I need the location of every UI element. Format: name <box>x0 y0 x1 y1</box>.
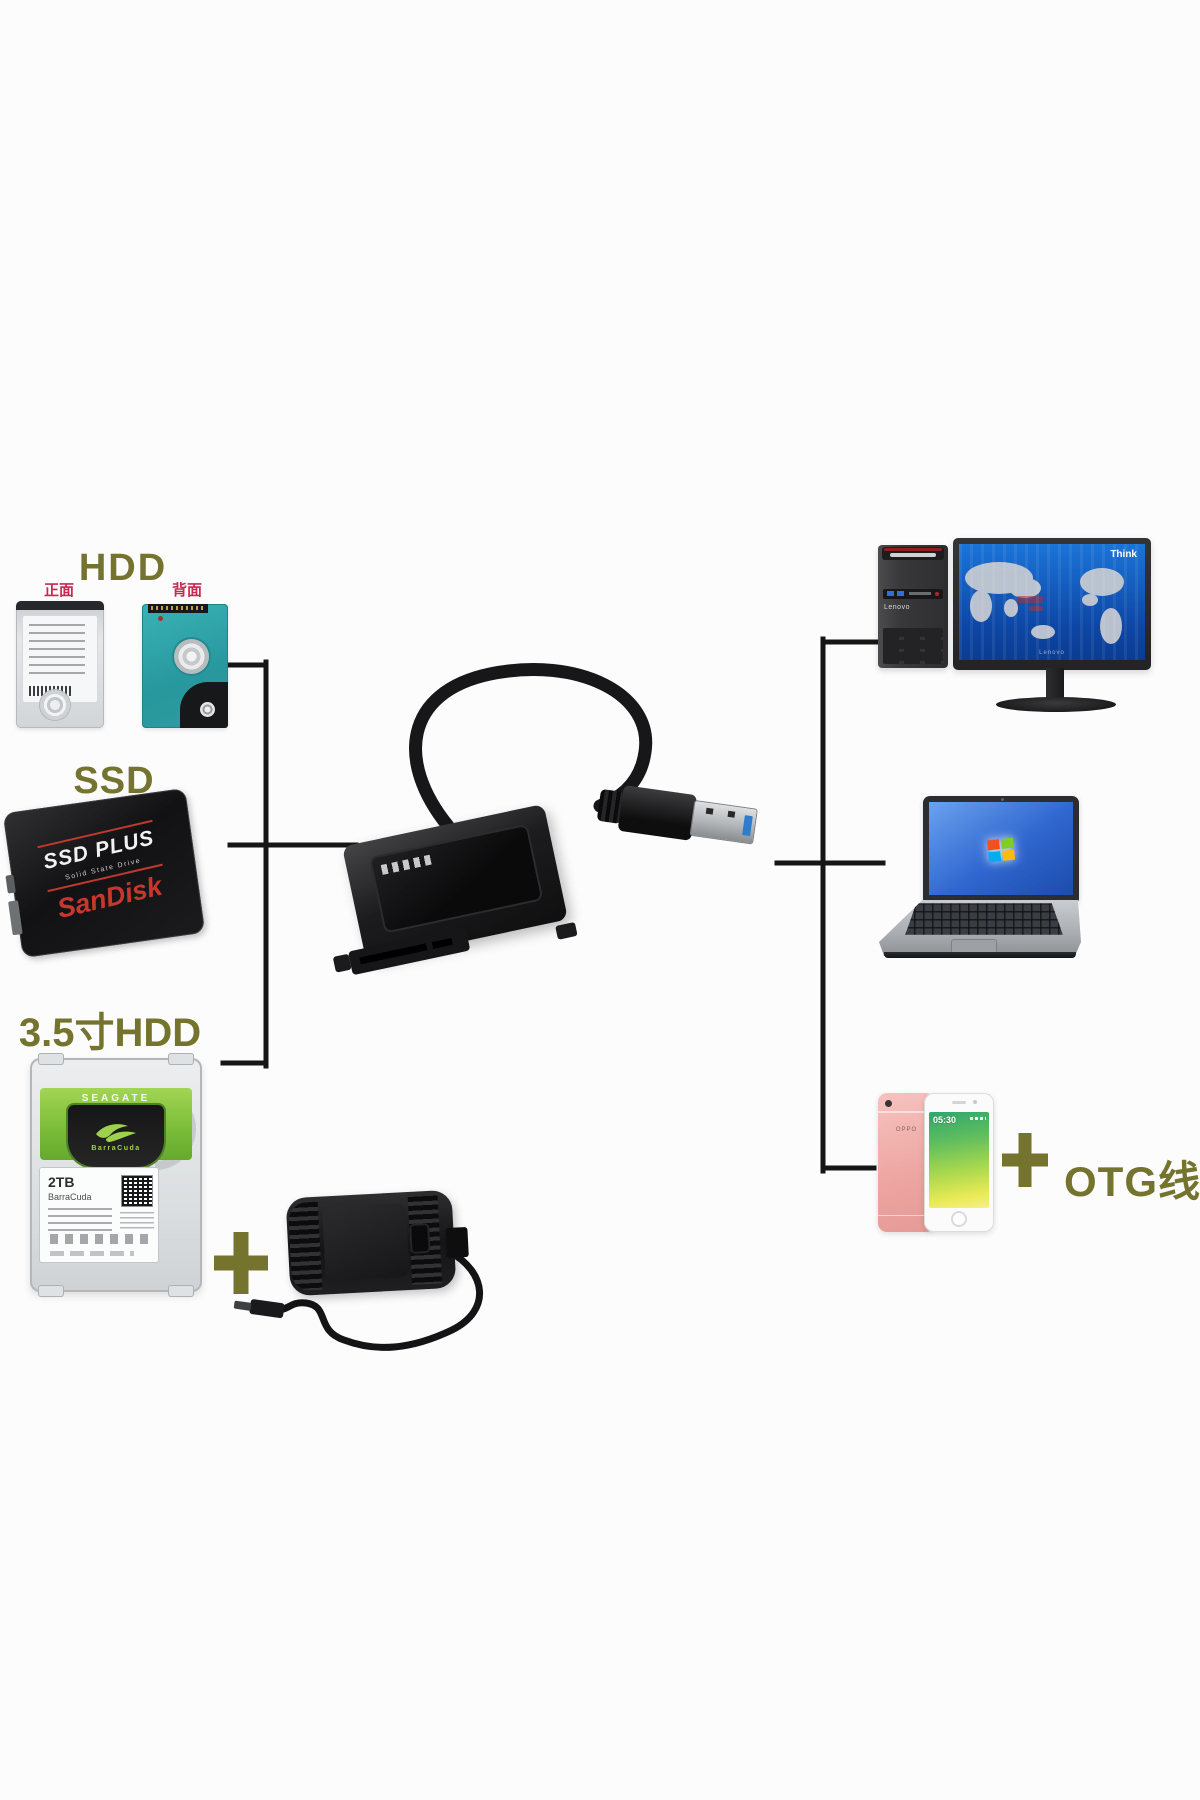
mount-tab <box>38 1285 64 1297</box>
windows-flag-yellow <box>1002 849 1016 862</box>
lockscreen-time: 05:30 <box>933 1115 957 1125</box>
power-adapter-photo <box>285 1189 469 1297</box>
hdd-front-tag: 正面 <box>43 582 74 599</box>
tower-brand-text: Lenovo <box>884 604 910 611</box>
tower-handle <box>882 547 944 560</box>
seagate-hdd-photo: SEAGATE BarraCuda 2TB BarraCuda <box>30 1053 202 1297</box>
usb-shell-hole <box>727 810 736 818</box>
power-cable <box>274 1248 483 1351</box>
windows-flag-red <box>986 839 1000 851</box>
card-reader-slot <box>909 592 931 595</box>
pcb-corner-plate <box>180 682 228 728</box>
front-camera-icon <box>973 1100 977 1104</box>
phone-camera-icon <box>885 1100 892 1107</box>
red-accent <box>884 548 942 551</box>
qr-code-icon <box>122 1176 152 1206</box>
dc-plug-tip <box>233 1300 252 1311</box>
label-small-text <box>120 1212 154 1230</box>
desktop-tower-photo: Lenovo <box>878 545 948 668</box>
plus-vertical-bar <box>1018 1133 1032 1187</box>
adapter-label-slot <box>411 1225 429 1252</box>
earpiece-icon <box>952 1101 966 1104</box>
usb-plug-body <box>617 785 698 841</box>
monitor-screen: Think Lenovo <box>959 544 1145 660</box>
seagate-white-label: 2TB BarraCuda <box>40 1168 158 1262</box>
phone-front-photo: 05:30 <box>924 1093 994 1232</box>
sandisk-ssd-photo: SSD PLUS Solid State Drive SanDisk <box>2 787 206 959</box>
seagate-bird-icon <box>96 1123 136 1142</box>
mount-ear <box>332 953 352 973</box>
mount-tab <box>168 1285 194 1297</box>
laptop-screen-photo <box>923 796 1079 902</box>
hdd-title: HDD <box>78 547 168 589</box>
monitor-stand-neck <box>1046 668 1064 700</box>
barracuda-logo-text: BarraCuda <box>91 1144 141 1152</box>
usb-metal-shell <box>690 801 757 844</box>
label-bottom-text <box>50 1251 134 1256</box>
monitor-photo: Think Lenovo <box>953 538 1151 670</box>
sata-pins-icon <box>148 604 208 613</box>
adapter-ridges <box>287 1201 323 1292</box>
phone-brand-text: OPPO <box>895 1127 918 1133</box>
laptop-front-edge <box>884 952 1076 958</box>
think-logo-text: Think <box>1110 549 1137 560</box>
capacity-text: 2TB <box>48 1174 75 1190</box>
gold-pins <box>151 606 205 610</box>
handle-slot <box>890 553 936 557</box>
otg-label: OTG线 <box>1064 1158 1200 1205</box>
monitor-brand-text: Lenovo <box>1039 650 1065 656</box>
laptop-touchpad <box>951 939 997 954</box>
spindle-motor <box>174 639 209 674</box>
adapter-print-marks <box>380 853 436 875</box>
sata-data-slot <box>359 943 428 965</box>
home-button-icon <box>951 1211 967 1227</box>
power-led <box>935 592 939 596</box>
pcb-component <box>158 616 163 621</box>
tower-vents <box>883 628 943 664</box>
plus-icon <box>1002 1133 1048 1187</box>
front-ports <box>883 589 943 599</box>
usb3-blue-tongue <box>742 815 753 837</box>
hdd-25-front-photo <box>16 601 104 728</box>
windows-flag-blue <box>988 851 1002 863</box>
hdd-top-edge <box>16 601 104 610</box>
usb-port-icon <box>887 591 894 596</box>
screw-icon <box>200 702 215 717</box>
hdd-spec-label <box>23 616 97 702</box>
windows-flag-green <box>1000 838 1014 850</box>
hdd35-title: 3.5寸HDD <box>18 1011 202 1055</box>
plus-icon <box>214 1232 268 1294</box>
antenna-line <box>878 1111 935 1113</box>
windows-logo-icon <box>986 838 1016 863</box>
bracket-lines <box>220 636 886 1174</box>
usb-port-icon <box>897 591 904 596</box>
usb-shell-hole <box>705 807 714 815</box>
hdd-25-back-photo <box>142 604 228 728</box>
label-fine-print <box>48 1208 112 1232</box>
seagate-brand-text: SEAGATE <box>81 1093 151 1104</box>
barracuda-shield: BarraCuda <box>68 1105 164 1167</box>
antenna-line <box>878 1214 935 1216</box>
laptop-keyboard <box>905 903 1063 935</box>
plus-vertical-bar <box>233 1232 249 1294</box>
seagate-green-band: SEAGATE BarraCuda <box>40 1088 192 1167</box>
monitor-stand-base <box>996 697 1116 712</box>
adapter-face <box>322 1203 410 1282</box>
phone-screen: 05:30 <box>929 1112 989 1208</box>
certification-icons <box>50 1234 154 1244</box>
hdd-back-tag: 背面 <box>171 582 202 599</box>
world-map-wallpaper <box>965 562 1124 644</box>
mount-tab <box>168 1053 194 1065</box>
adapter-cable <box>409 663 653 833</box>
webcam-icon <box>1001 798 1004 801</box>
status-icons <box>970 1117 986 1120</box>
adapter-prong-block <box>445 1226 469 1259</box>
mount-tab <box>38 1053 64 1065</box>
sata-power-slot <box>431 937 453 949</box>
label-model-text: BarraCuda <box>48 1192 92 1202</box>
hdd-label-fine-print <box>29 624 85 676</box>
hdd-spindle-ring <box>40 690 70 720</box>
laptop-display <box>929 802 1073 895</box>
